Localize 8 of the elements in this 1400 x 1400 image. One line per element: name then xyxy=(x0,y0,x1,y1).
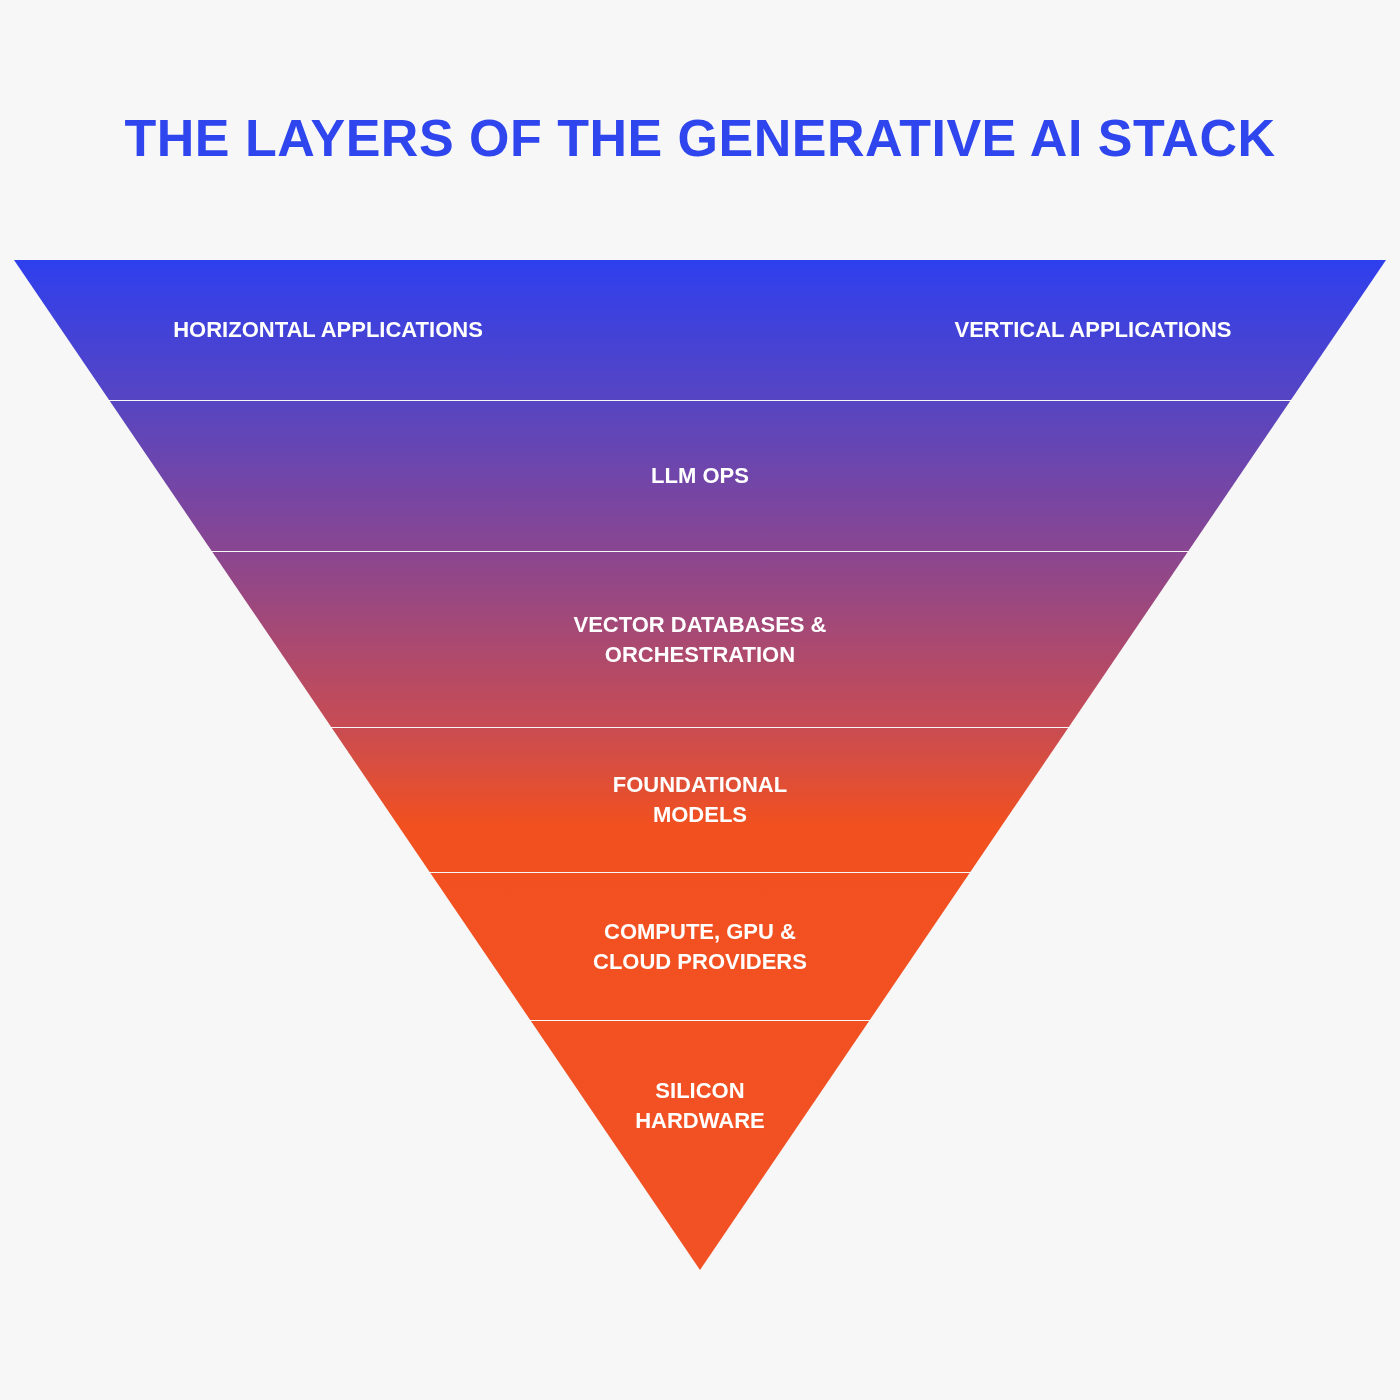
layer-label: VECTOR DATABASES & ORCHESTRATION xyxy=(572,610,828,669)
layer-label: HORIZONTAL APPLICATIONS xyxy=(173,316,483,344)
layer-label: FOUNDATIONAL MODELS xyxy=(611,771,789,829)
layer-label: VERTICAL APPLICATIONS xyxy=(954,316,1232,344)
layer-label: LLM OPS xyxy=(651,462,749,490)
title: THE LAYERS OF THE GENERATIVE AI STACK xyxy=(123,108,1277,168)
layer-label: SILICON HARDWARE xyxy=(634,1076,766,1135)
layer-label: COMPUTE, GPU & CLOUD PROVIDERS xyxy=(592,917,808,976)
